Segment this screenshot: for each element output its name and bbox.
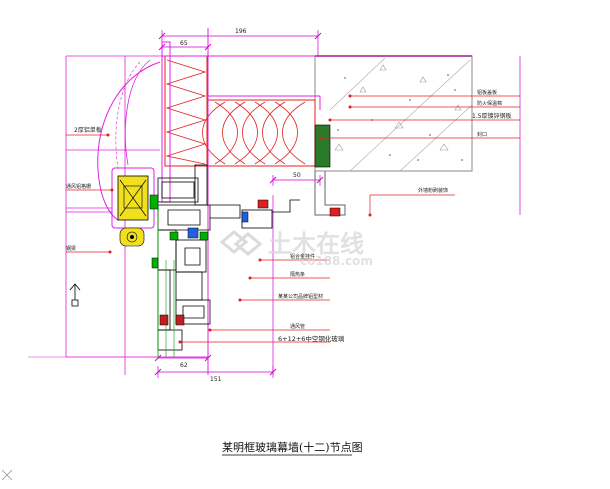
dim-50: 50 (293, 172, 301, 179)
curved-panel-arc (97, 59, 161, 221)
label-thermal-break: 隔热条 (290, 271, 305, 278)
label-fire-insulation: 防火保温棉 (477, 100, 502, 107)
watermark: 土木在线 co188.com (219, 230, 373, 268)
dim-196: 196 (235, 28, 247, 35)
drawing-caption: 某明框玻璃幕墙(十二)节点图 (222, 440, 363, 454)
label-vent-pipe: 通风管 (290, 323, 305, 330)
dimension-lines (157, 30, 321, 378)
label-aluminium-cover: 铝板盖板 (477, 89, 497, 96)
up-arrow-icon (69, 283, 81, 307)
ucs-corner-icon (1, 469, 13, 481)
label-seal: 封口 (477, 131, 487, 138)
label-wall-finish: 外墙粉刷装饰 (418, 187, 448, 194)
watermark-sub-text: co188.com (300, 254, 373, 268)
leader-lines (66, 95, 520, 343)
label-aluminium-hanger: 铝合金挂件 (290, 253, 315, 260)
watermark-main-text: 土木在线 (268, 230, 364, 258)
label-steel-plate: 1.5厚镀锌钢板 (472, 112, 512, 120)
dim-151: 151 (210, 376, 222, 383)
dimension-ticks (154, 32, 324, 376)
watermark-logo-icon (219, 230, 263, 256)
label-aluminium-panel: 2厚铝单板 (74, 126, 102, 134)
leader-dots (106, 94, 372, 344)
label-steel-beam: 钢梁 (66, 245, 76, 252)
label-aluminium-profile: 某某公司品牌铝型材 (278, 293, 323, 300)
reference-lines (28, 28, 521, 375)
aluminium-panel-line (66, 149, 160, 213)
label-vent-grille: 通风铝格栅 (66, 183, 91, 190)
dim-62: 62 (180, 362, 188, 369)
seals-and-clips (149, 194, 341, 326)
aluminium-mullion-profile (157, 164, 300, 357)
dim-65: 65 (180, 40, 188, 47)
ventilation-grille (111, 167, 155, 247)
label-glass: 6+12+6中空钢化玻璃 (278, 334, 345, 343)
fire-insulation (164, 55, 331, 168)
concrete-slab (314, 55, 473, 216)
